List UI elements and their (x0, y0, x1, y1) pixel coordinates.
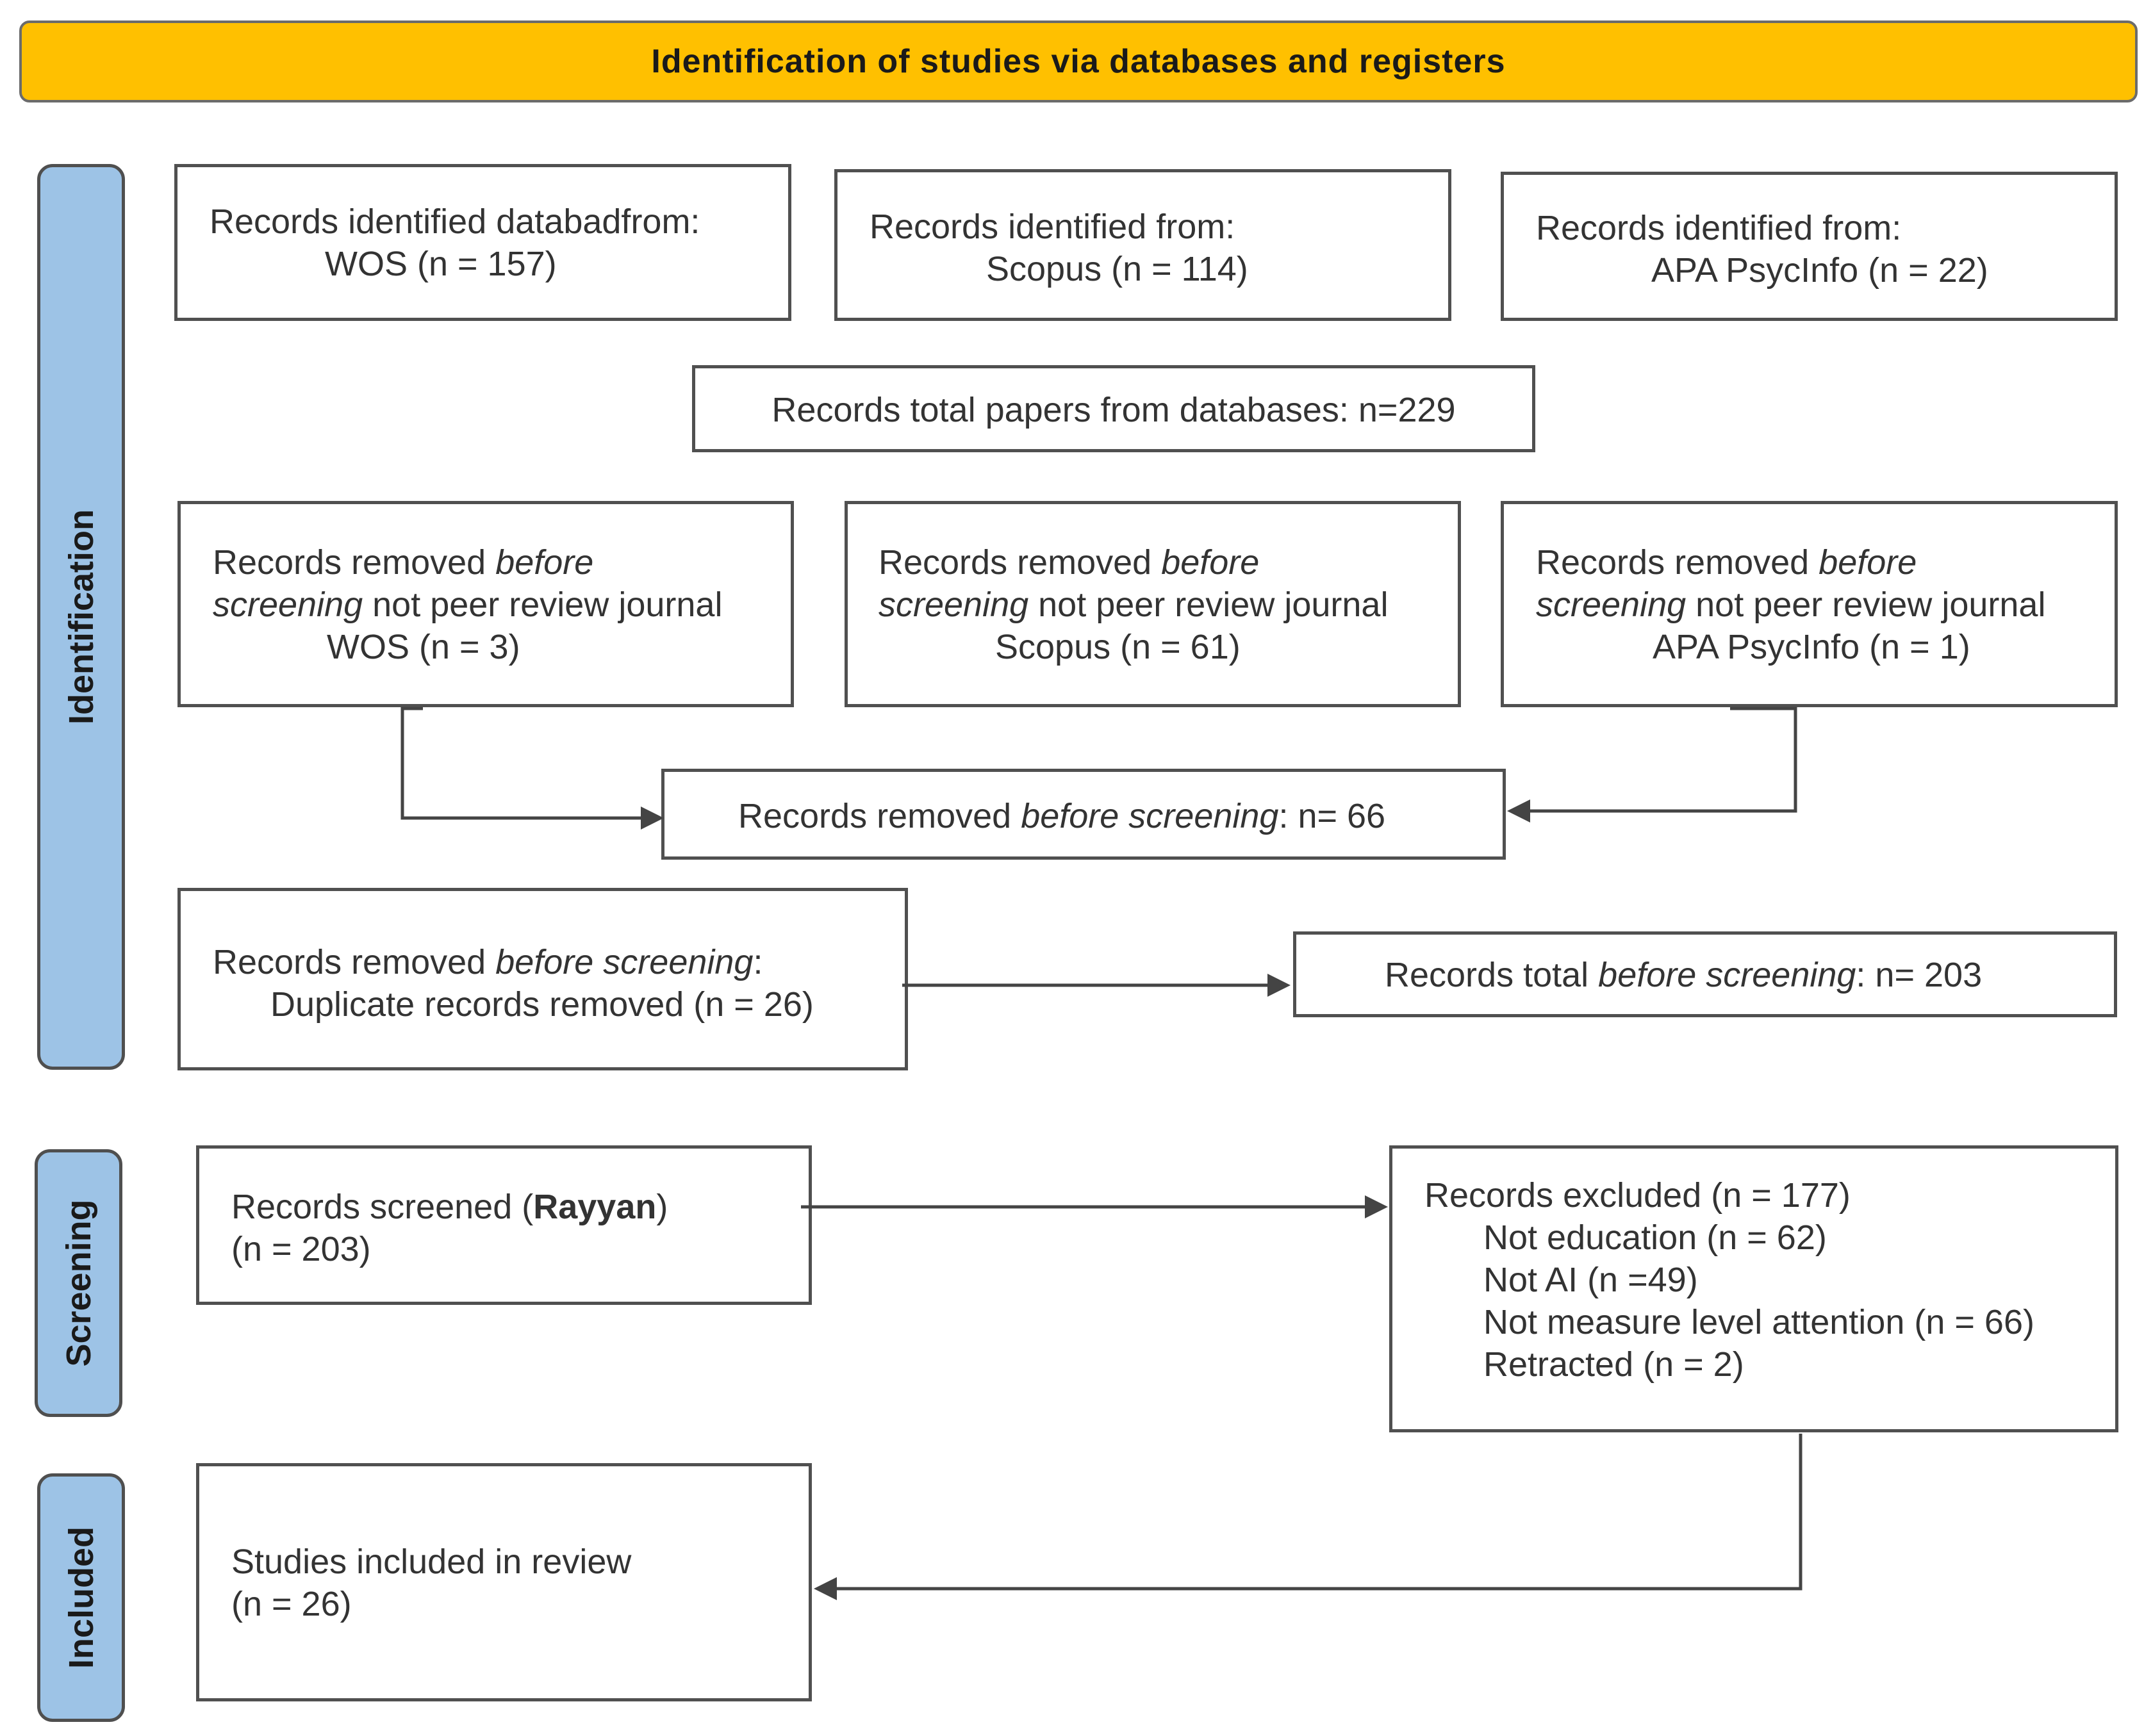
stage-screening: Screening (35, 1149, 122, 1417)
screened-c: ) (656, 1188, 668, 1226)
box-total-before-screening: Records total before screening: n= 203 (1293, 931, 2117, 1017)
screened-line-2: (n = 203) (231, 1230, 371, 1268)
removed-apa-e: APA PsycInfo (n = 1) (1653, 628, 1970, 666)
removed-wos-d: not peer review journal (363, 585, 723, 624)
screened-b: Rayyan (533, 1188, 657, 1226)
total-before-c: : n= 203 (1856, 956, 1983, 994)
arrow-excluded-to-included (830, 1434, 1802, 1591)
box-identified-apa: Records identified from: APA PsycInfo (n… (1501, 172, 2118, 321)
arrowhead (814, 1577, 837, 1600)
total-before-b: before screening (1598, 956, 1856, 994)
stage-included: Included (37, 1473, 125, 1722)
removed-scopus-d: not peer review journal (1028, 585, 1389, 624)
duplicates-b: before screening (495, 943, 754, 981)
duplicates-line-2: Duplicate records removed (n = 26) (270, 985, 814, 1024)
box-identified-wos: Records identified databadfrom: WOS (n =… (174, 164, 791, 321)
arrow-apa-to-removed-total (1520, 707, 1797, 813)
scopus-line-2: Scopus (n = 114) (986, 250, 1248, 288)
removed-scopus-c: screening (879, 585, 1029, 624)
arrowhead (641, 807, 664, 830)
screened-a: Records screened ( (231, 1188, 534, 1226)
box-duplicates: Records removed before screening: Duplic… (177, 888, 908, 1070)
included-line-1: Studies included in review (231, 1543, 632, 1581)
wos-line-2: WOS (n = 157) (325, 245, 557, 283)
box-studies-included: Studies included in review (n = 26) (196, 1463, 812, 1701)
box-removed-apa: Records removed before screening not pee… (1501, 501, 2118, 707)
removed-total-a: Records removed (738, 797, 1021, 835)
removed-wos-c: screening (213, 585, 363, 624)
apa-line-2: APA PsycInfo (n = 22) (1651, 251, 1988, 290)
total-papers-text: Records total papers from databases: n=2… (771, 391, 1456, 429)
removed-scopus-e: Scopus (n = 61) (995, 628, 1241, 666)
removed-apa-b: before (1819, 543, 1917, 582)
arrow-wos-to-removed-total (400, 707, 647, 820)
removed-scopus-a: Records removed (879, 543, 1162, 582)
box-removed-wos: Records removed before screening not pee… (177, 501, 794, 707)
removed-wos-b: before (495, 543, 594, 582)
arrowhead (1365, 1195, 1388, 1218)
box-removed-total: Records removed before screening: n= 66 (661, 769, 1506, 860)
excluded-item: Not AI (n =49) (1483, 1261, 1698, 1299)
removed-wos-e: WOS (n = 3) (327, 628, 520, 666)
wos-line-1: Records identified databadfrom: (210, 202, 700, 241)
box-total-papers: Records total papers from databases: n=2… (692, 365, 1535, 452)
arrowhead (1267, 974, 1291, 997)
excluded-title: Records excluded (n = 177) (1424, 1176, 1851, 1215)
included-line-2: (n = 26) (231, 1585, 352, 1623)
excluded-item: Not measure level attention (n = 66) (1483, 1303, 2034, 1341)
arrowhead (1507, 799, 1530, 823)
excluded-item: Not education (n = 62) (1483, 1218, 1827, 1257)
removed-wos-a: Records removed (213, 543, 496, 582)
duplicates-a: Records removed (213, 943, 496, 981)
removed-apa-c: screening (1536, 585, 1687, 624)
header-banner: Identification of studies via databases … (19, 20, 2138, 102)
box-identified-scopus: Records identified from: Scopus (n = 114… (834, 169, 1451, 321)
stage-identification: Identification (37, 164, 125, 1070)
removed-apa-d: not peer review journal (1686, 585, 2046, 624)
total-before-a: Records total (1385, 956, 1599, 994)
excluded-item: Retracted (n = 2) (1483, 1345, 1744, 1384)
duplicates-c: : (753, 943, 763, 981)
removed-total-c: : n= 66 (1278, 797, 1386, 835)
removed-scopus-b: before (1161, 543, 1260, 582)
box-removed-scopus: Records removed before screening not pee… (845, 501, 1461, 707)
banner-title: Identification of studies via databases … (651, 43, 1506, 80)
removed-total-b: before screening (1021, 797, 1279, 835)
scopus-line-1: Records identified from: (870, 208, 1235, 246)
apa-line-1: Records identified from: (1536, 209, 1902, 247)
box-records-excluded: Records excluded (n = 177) Not education… (1389, 1145, 2118, 1432)
removed-apa-a: Records removed (1536, 543, 1819, 582)
box-records-screened: Records screened (Rayyan) (n = 203) (196, 1145, 812, 1305)
